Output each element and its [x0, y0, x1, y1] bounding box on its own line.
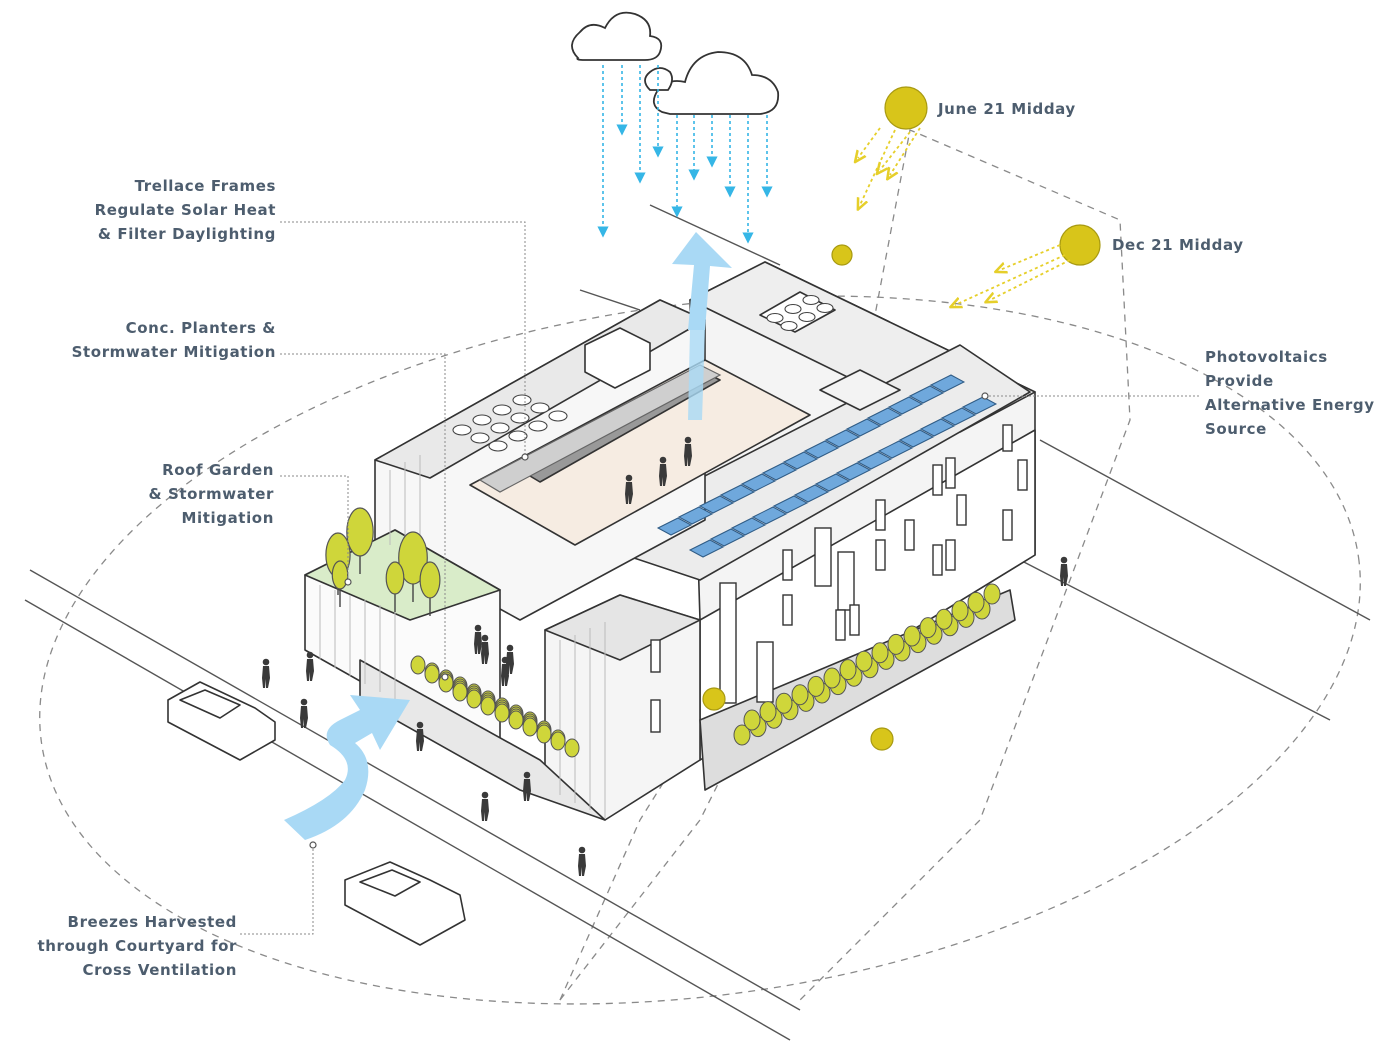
concrete-planters-label: Conc. Planters &Stormwater Mitigation: [71, 319, 276, 361]
trellis-frames: [478, 364, 722, 493]
june-solstice-label: June 21 Midday: [938, 100, 1076, 118]
sun-icon: [702, 86, 1101, 751]
street-lines: [24, 204, 1371, 1041]
rain-arrows: [597, 65, 773, 244]
cloud-icon: [571, 11, 780, 115]
december-solstice-label: Dec 21 Midday: [1112, 236, 1244, 254]
leader-dots: [309, 392, 989, 849]
roof-mechanical-units: [452, 294, 834, 452]
leader-lines: [240, 221, 1200, 935]
car-icon: [167, 681, 466, 946]
tree-icon: [325, 507, 1001, 758]
solar-panel-icon: [656, 374, 998, 558]
sun-ray-arrows: [858, 127, 1071, 305]
person-icon: [262, 436, 1068, 876]
facade-windows: [650, 424, 1028, 733]
airflow-arrow-icon: [284, 232, 732, 840]
